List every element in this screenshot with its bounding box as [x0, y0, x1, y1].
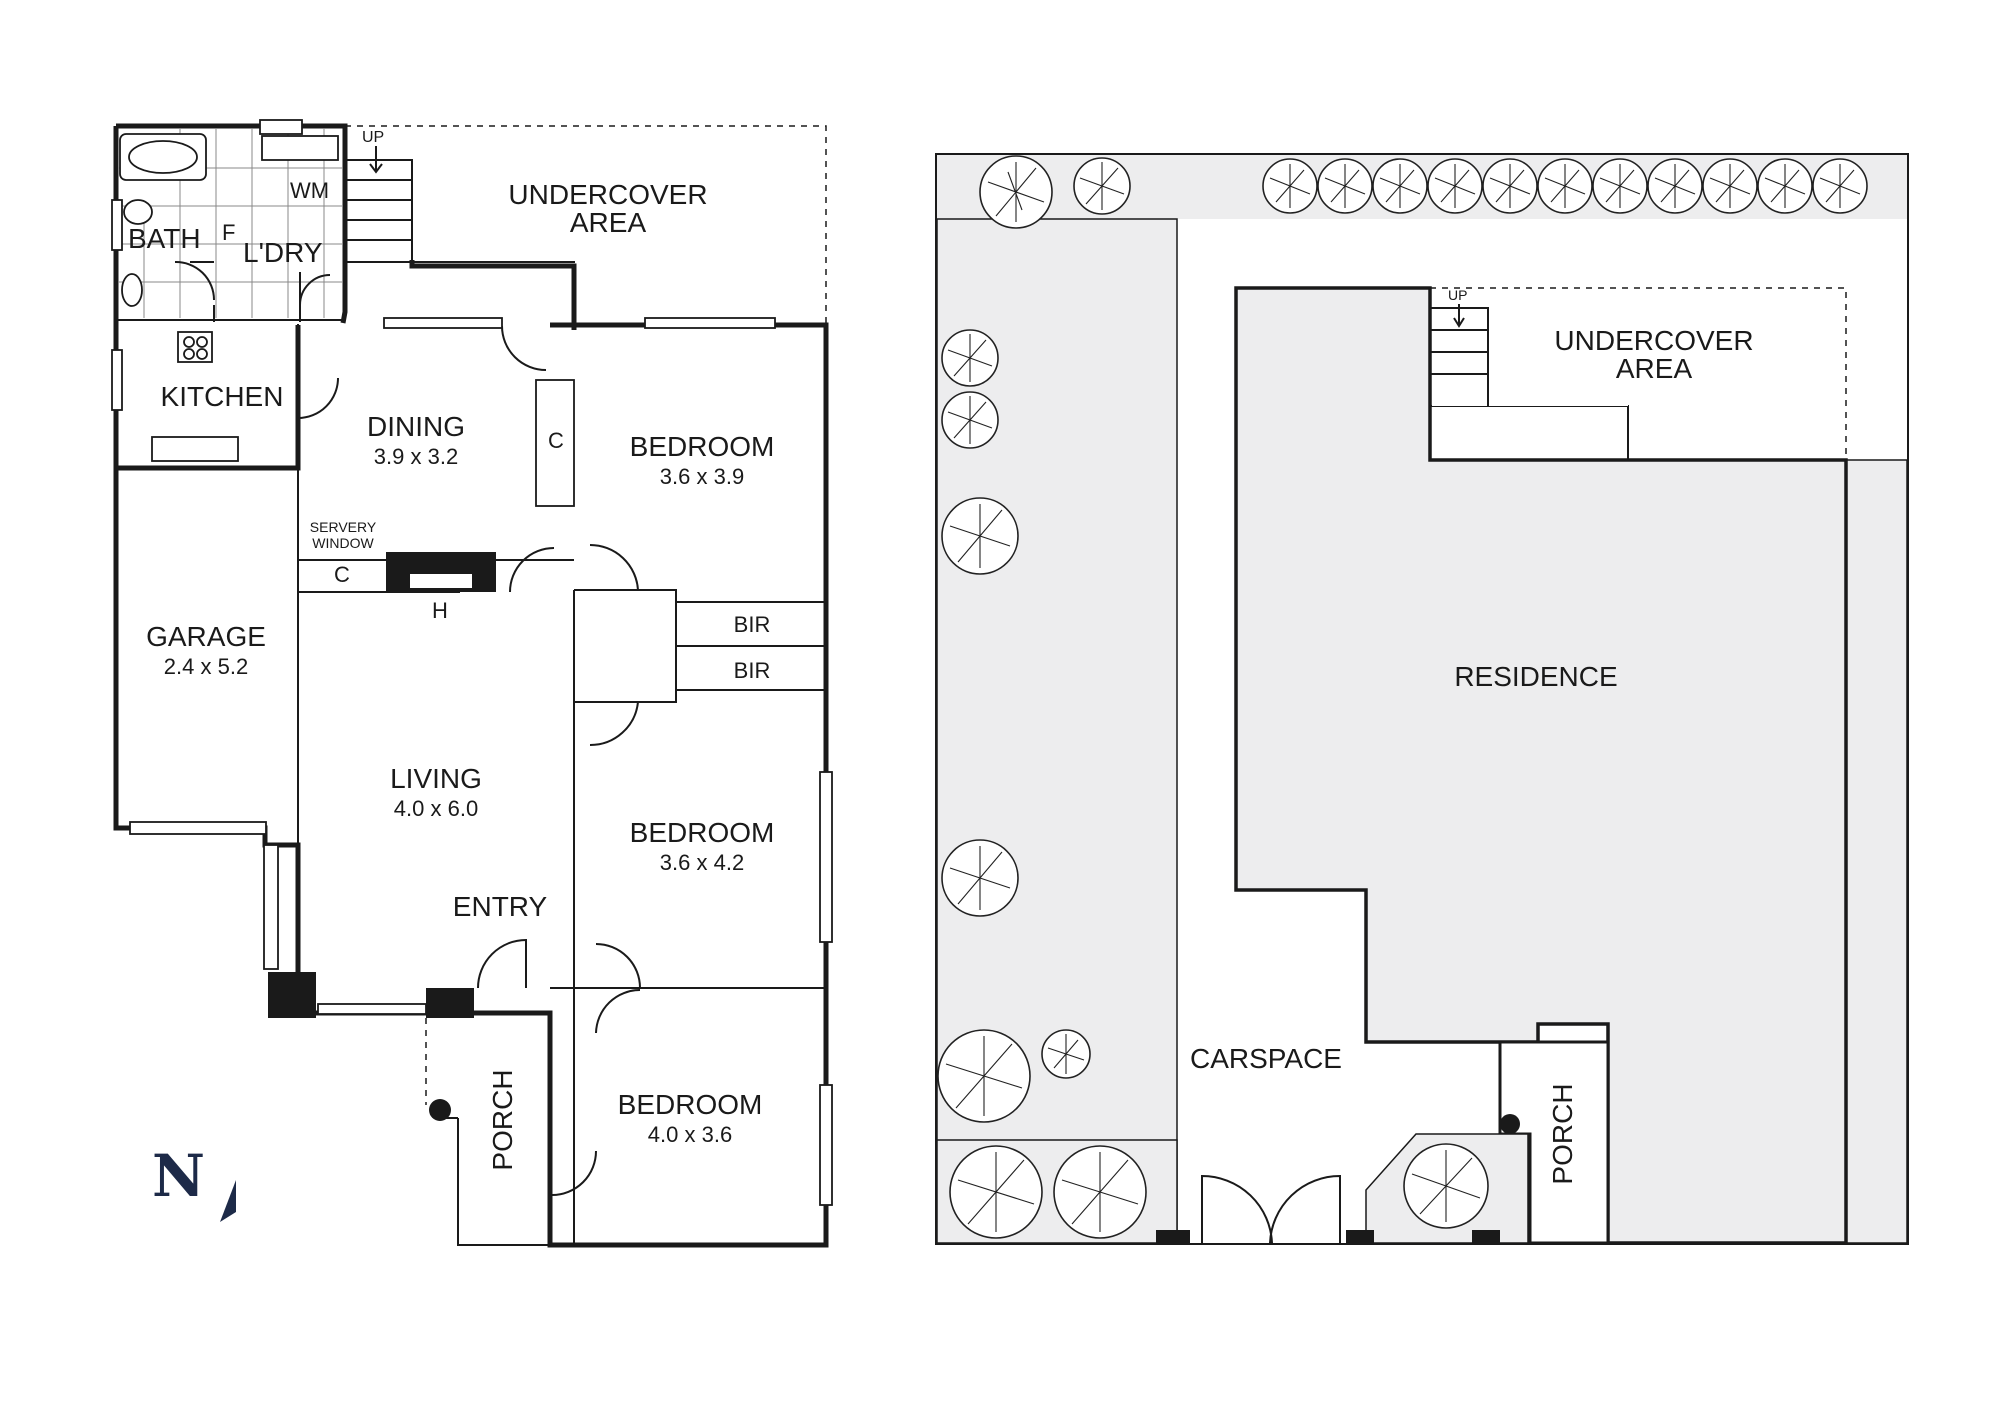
label-undercover: UNDERCOVER [508, 179, 707, 210]
tree-icon [1041, 1029, 1091, 1079]
label-bedroom-3: BEDROOM [618, 1089, 763, 1120]
tree-icon [1073, 157, 1131, 215]
label-bath: BATH [128, 223, 201, 254]
label-living-dim: 4.0 x 6.0 [394, 796, 478, 821]
label-garage-dim: 2.4 x 5.2 [164, 654, 248, 679]
label-living: LIVING [390, 763, 482, 794]
label-cupboard-2: C [334, 562, 350, 587]
tree-icon [1592, 158, 1648, 214]
label-heater: H [432, 598, 448, 623]
tree-icon [941, 329, 999, 387]
label-laundry: L'DRY [243, 237, 323, 268]
tree-icon [1812, 158, 1868, 214]
label-entry: ENTRY [453, 891, 548, 922]
tree-icon [979, 155, 1053, 229]
east-garden-strip [1845, 459, 1908, 1244]
compass-arrow-icon [220, 1180, 236, 1222]
tree-icon [1403, 1143, 1489, 1229]
label-bir-2: BIR [734, 658, 771, 683]
label-kitchen: KITCHEN [161, 381, 284, 412]
label-garage: GARAGE [146, 621, 266, 652]
label-fridge: F [222, 220, 235, 245]
wet-area-tiles [118, 128, 343, 318]
tree-icon [941, 391, 999, 449]
label-bedroom-3-dim: 4.0 x 3.6 [648, 1122, 732, 1147]
tree-icon [1317, 158, 1373, 214]
tree-icon [941, 497, 1019, 575]
label-bedroom-2: BEDROOM [630, 817, 775, 848]
label-servery: SERVERY [310, 519, 377, 535]
tree-icon [1053, 1145, 1147, 1239]
cooktop [177, 331, 213, 363]
label-cupboard: C [548, 428, 564, 453]
label-dining: DINING [367, 411, 465, 442]
tree-icon [949, 1145, 1043, 1239]
label-dining-dim: 3.9 x 3.2 [374, 444, 458, 469]
bathtub-basin [128, 140, 198, 174]
basin [121, 273, 143, 307]
tree-icon [1372, 158, 1428, 214]
label-bedroom-1: BEDROOM [630, 431, 775, 462]
outer-wall [113, 123, 829, 1248]
label-bedroom-1-dim: 3.6 x 3.9 [660, 464, 744, 489]
tree-icon [1702, 158, 1758, 214]
tree-icons [937, 155, 1868, 1239]
tree-icon [1262, 158, 1318, 214]
site-label-undercover-area: AREA [1616, 353, 1693, 384]
site-label-undercover: UNDERCOVER [1554, 325, 1753, 356]
tree-icon [1757, 158, 1813, 214]
site-plan: UP UNDERCOVER AREA RESIDENCE CARSPACE PO… [935, 153, 1909, 1245]
tree-icon [941, 839, 1019, 917]
label-wm: WM [290, 178, 329, 203]
tree-icon [1537, 158, 1593, 214]
label-bir-1: BIR [734, 612, 771, 637]
undercover-outline [345, 125, 827, 325]
tree-icon [1647, 158, 1703, 214]
site-label-porch: PORCH [1547, 1083, 1578, 1184]
washing-machine [261, 135, 339, 161]
garage-door [129, 821, 267, 835]
label-bedroom-2-dim: 3.6 x 4.2 [660, 850, 744, 875]
residence-footprint [1234, 286, 1848, 1245]
label-stairs-up: UP [362, 129, 384, 146]
tree-icon [1482, 158, 1538, 214]
label-servery-window: WINDOW [312, 535, 374, 551]
toilet [123, 199, 153, 225]
sink [151, 436, 239, 462]
label-porch: PORCH [487, 1069, 518, 1170]
compass-letter: N [152, 1142, 205, 1210]
label-undercover-area: AREA [570, 207, 647, 238]
cupboard-dining [535, 379, 575, 507]
tree-icon [937, 1029, 1031, 1123]
tree-icon [1427, 158, 1483, 214]
site-label-carspace: CARSPACE [1190, 1043, 1342, 1074]
site-label-stairs-up: UP [1448, 287, 1467, 303]
floor-plan: N BATH F L'DRY WM UP UNDERCOVER AREA KIT… [111, 119, 833, 1248]
site-label-residence: RESIDENCE [1454, 661, 1617, 692]
